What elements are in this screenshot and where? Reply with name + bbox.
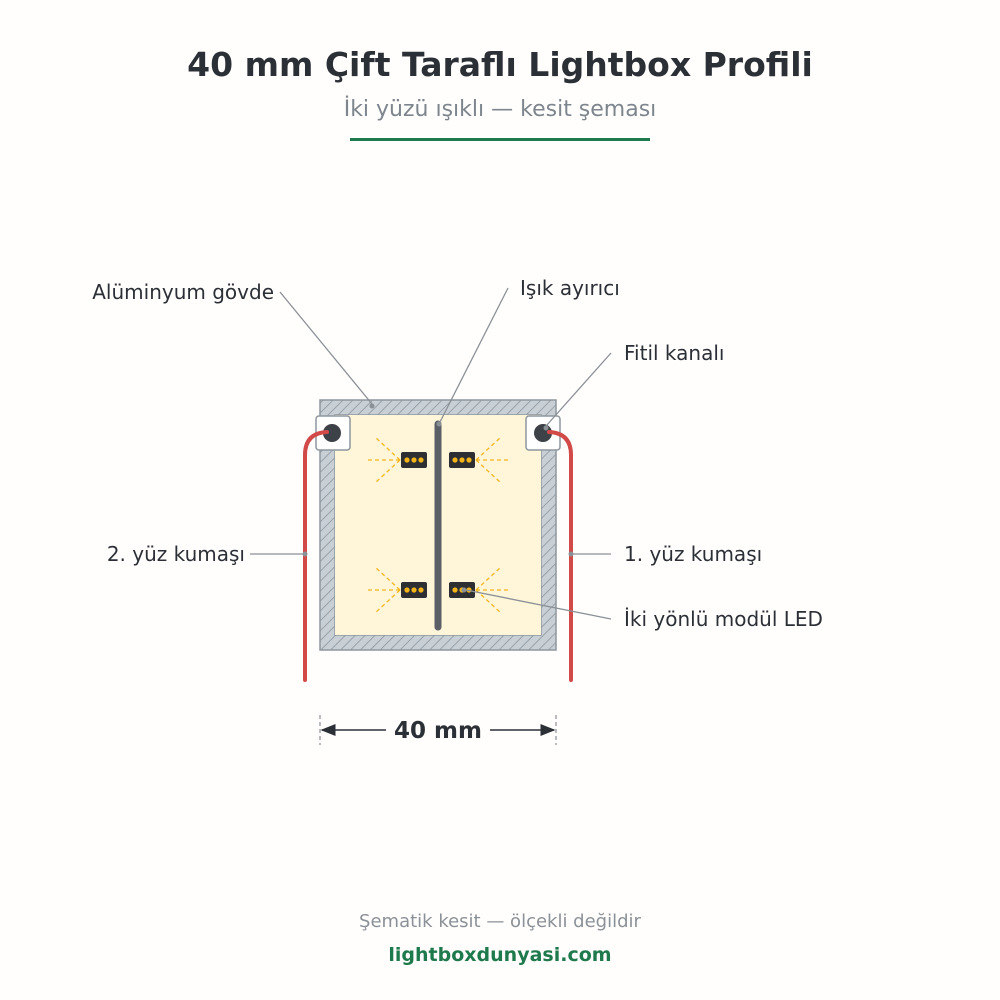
footer-note: Şematik kesit — ölçekli değildir <box>359 911 641 932</box>
footer-website-link[interactable]: lightboxdunyasi.com <box>388 944 611 966</box>
title-underline <box>350 138 650 141</box>
label-fabric-side-2: 2. yüz kumaşı <box>107 542 245 566</box>
led-module-bottom-left <box>401 582 427 598</box>
label-aluminium-body: Alüminyum gövde <box>92 280 274 304</box>
fitil-channel-left <box>315 415 351 451</box>
leader-lines <box>250 287 612 620</box>
fabric-side-1 <box>547 430 573 682</box>
width-dimension-label: 40 mm <box>394 718 482 744</box>
led-light-rays <box>367 436 509 614</box>
width-dimension: 40 mm <box>319 715 557 745</box>
led-module-top-left <box>401 452 427 468</box>
label-fitil-channel: Fitil kanalı <box>624 341 724 365</box>
page-title: 40 mm Çift Taraflı Lightbox Profili <box>187 45 813 84</box>
fabric-side-2 <box>303 430 329 682</box>
page-subtitle: İki yüzü ışıklı — kesit şeması <box>344 96 657 122</box>
led-module-top-right <box>449 452 475 468</box>
label-light-divider: Işık ayırıcı <box>520 276 620 300</box>
label-fabric-side-1: 1. yüz kumaşı <box>624 542 762 566</box>
label-led-module: İki yönlü modül LED <box>624 607 823 631</box>
